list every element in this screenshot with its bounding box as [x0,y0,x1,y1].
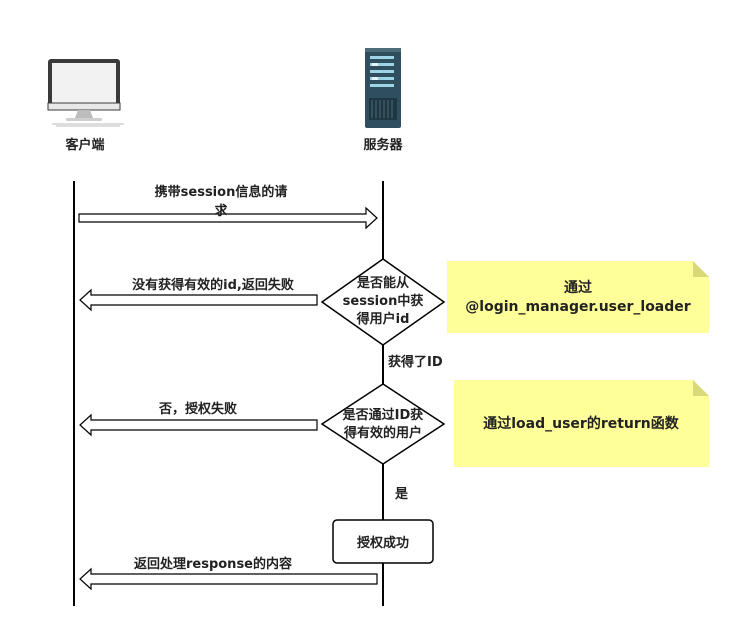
response-arrow [79,567,378,591]
decision-get-id [320,258,446,346]
decision-valid-user [320,383,446,465]
response-label: 返回处理response的内容 [134,556,292,572]
note-load-user [454,380,709,467]
request-label-line2: 求 [214,203,228,219]
request-label-line1: 携带session信息的请 [155,184,288,200]
note-user-loader-line1: 通过 [564,279,592,296]
no-id-label: 没有获得有效的id,返回失败 [132,277,294,293]
no-id-arrow [79,288,318,312]
decision-valid-user-line1: 是否通过ID获 [342,407,424,423]
decision-get-id-line1: 是否能从 [356,275,409,291]
note-fold [693,261,709,277]
auth-success-box [332,519,434,564]
decision-valid-user-line2: 得有效的用户 [343,425,422,441]
note-user-loader [447,261,709,333]
decision-get-id-line2: session中获 [343,293,424,309]
note-fold [693,380,709,396]
server-tower-icon [365,48,401,128]
note-user-loader-line2: @login_manager.user_loader [465,299,690,315]
desktop-computer-icon [47,59,124,127]
note-load-user-text: 通过load_user的return函数 [483,415,680,432]
client-label: 客户端 [65,137,104,153]
server-label: 服务器 [363,137,403,153]
denied-arrow [79,413,318,437]
request-arrow [78,206,378,230]
auth-success-label: 授权成功 [357,535,409,551]
got-id-label: 获得了ID [388,354,443,370]
decision-get-id-line3: 得用户id [356,311,410,327]
yes-label: 是 [394,487,409,502]
denied-label: 否，授权失败 [158,401,237,417]
